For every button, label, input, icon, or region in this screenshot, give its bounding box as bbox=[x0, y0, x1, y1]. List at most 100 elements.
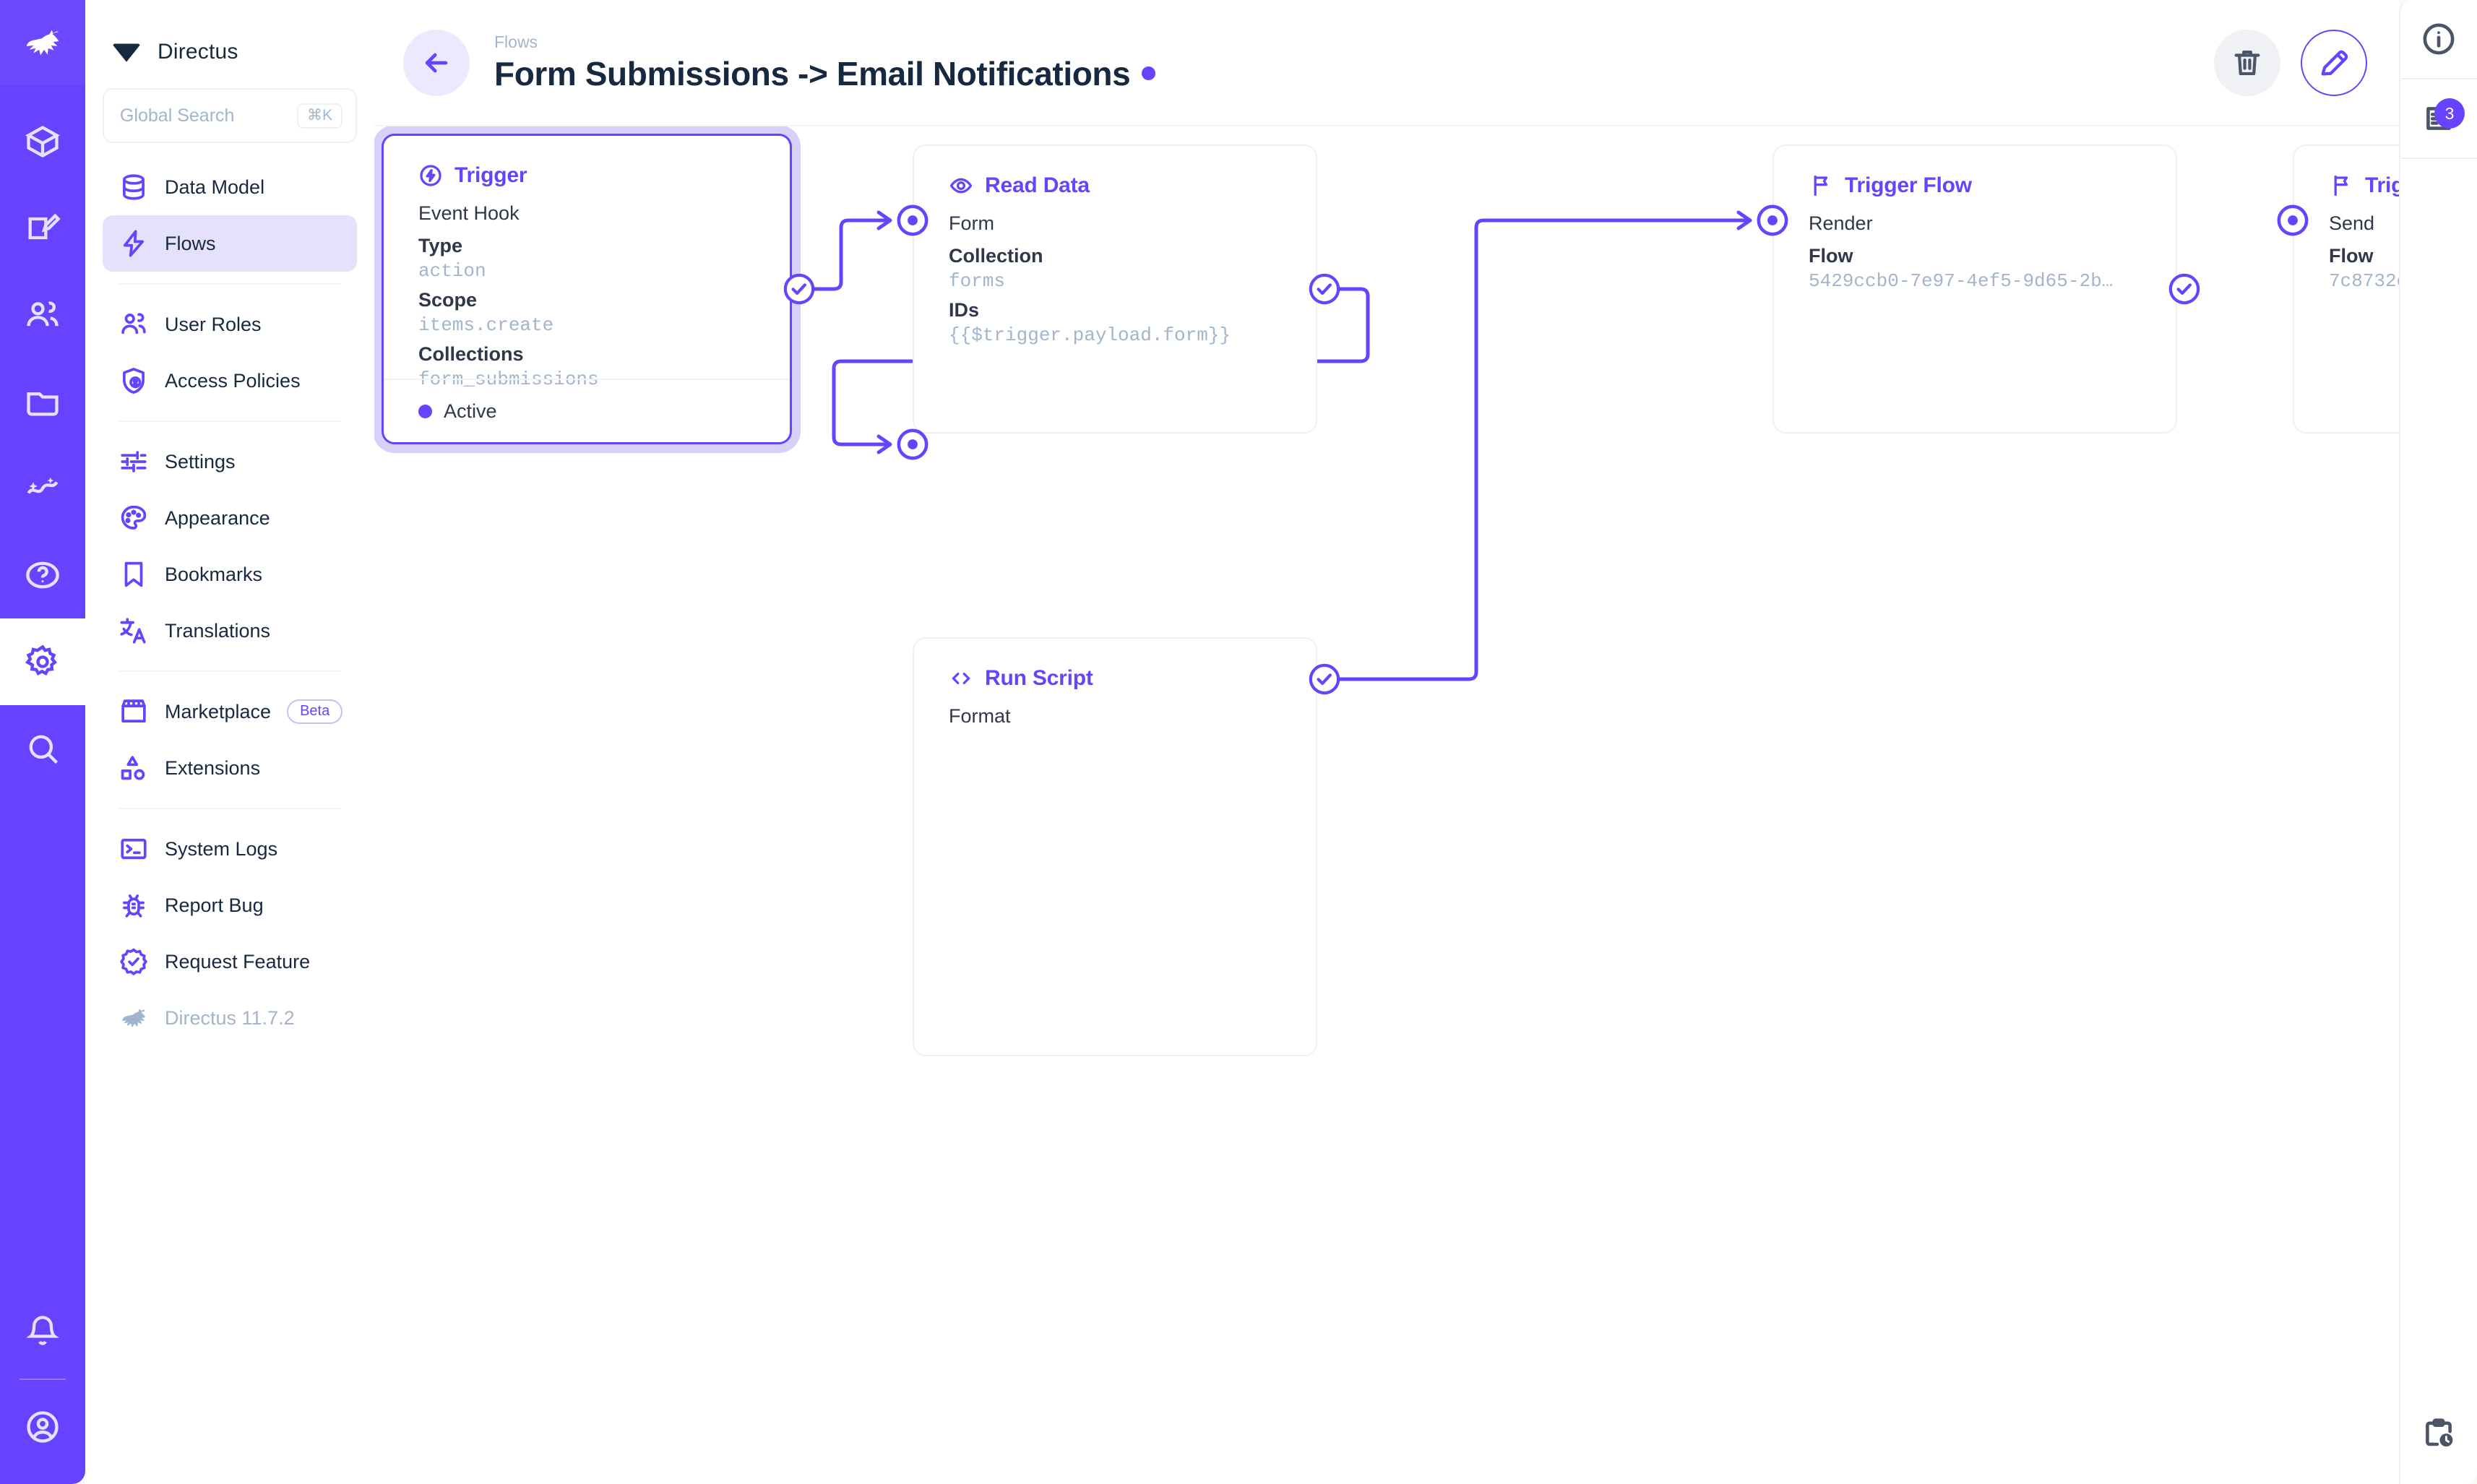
user-menu-button[interactable] bbox=[0, 1387, 85, 1467]
port-trigger-flow-send-input[interactable] bbox=[2276, 204, 2309, 237]
store-icon bbox=[119, 696, 149, 727]
sidebar-divider bbox=[119, 808, 341, 809]
sidebar-item-marketplace[interactable]: Marketplace Beta bbox=[103, 683, 357, 740]
flag-icon bbox=[2334, 175, 2348, 197]
sidebar-item-request-feature[interactable]: Request Feature bbox=[103, 933, 357, 990]
node-body: Render Flow 5429ccb0-7e97-4ef5-9d65-2b… bbox=[1774, 198, 2176, 292]
rail-item-insights[interactable] bbox=[0, 445, 85, 532]
node-body: Format bbox=[914, 691, 1316, 728]
node-title: Run Script bbox=[914, 639, 1316, 691]
port-trigger-flow-render-resolve[interactable] bbox=[2168, 272, 2201, 306]
rail-item-settings[interactable] bbox=[0, 618, 85, 705]
flow-node-trigger-flow-send[interactable]: Trigger Flow Send Flow 7c8732cd-9d9e-44b… bbox=[2293, 144, 2399, 433]
port-read-data-resolve[interactable] bbox=[1308, 272, 1341, 306]
sidebar-item-bookmarks[interactable]: Bookmarks bbox=[103, 546, 357, 603]
sidebar-item-user-roles[interactable]: User Roles bbox=[103, 296, 357, 353]
sidebar-divider bbox=[119, 420, 341, 422]
sidebar-item-label: Access Policies bbox=[165, 369, 301, 392]
node-title: Trigger bbox=[384, 136, 790, 188]
flow-node-trigger-flow-render[interactable]: Trigger Flow Render Flow 5429ccb0-7e97-4… bbox=[1772, 144, 2177, 433]
sidebar-item-data-model[interactable]: Data Model bbox=[103, 159, 357, 215]
sidebar-version: Directus 11.7.2 bbox=[103, 990, 357, 1046]
field-value: items.create bbox=[418, 314, 554, 336]
port-trigger-resolve[interactable] bbox=[783, 272, 816, 306]
page-header: Flows Form Submissions -> Email Notifica… bbox=[374, 0, 2399, 126]
node-kind: Trigger bbox=[455, 163, 527, 187]
sidebar-item-label: User Roles bbox=[165, 313, 262, 335]
module-rail-items bbox=[0, 98, 85, 792]
rail-item-content[interactable] bbox=[0, 98, 85, 185]
node-name: Event Hook bbox=[418, 202, 520, 224]
rail-item-help[interactable] bbox=[0, 532, 85, 618]
field-label: Collections bbox=[418, 343, 524, 365]
sidebar-item-settings[interactable]: Settings bbox=[103, 433, 357, 490]
sidebar-item-system-logs[interactable]: System Logs bbox=[103, 821, 357, 877]
title-block: Flows Form Submissions -> Email Notifica… bbox=[494, 32, 1156, 93]
node-kind: Read Data bbox=[985, 173, 1090, 197]
bug-icon bbox=[119, 890, 149, 920]
sidebar-item-label: Translations bbox=[165, 619, 271, 642]
info-circle-icon bbox=[2423, 23, 2455, 55]
field-label: Type bbox=[418, 235, 463, 256]
field-label: Collection bbox=[949, 245, 1043, 267]
sidebar-divider bbox=[119, 283, 341, 285]
rail-item-users[interactable] bbox=[0, 272, 85, 358]
search-shortcut: ⌘K bbox=[296, 103, 343, 129]
field-label: Flow bbox=[2329, 245, 2374, 267]
sidebar-item-label: Bookmarks bbox=[165, 563, 263, 585]
sidebar-item-flows[interactable]: Flows bbox=[103, 215, 357, 272]
node-name: Format bbox=[949, 705, 1011, 727]
node-footer: Active bbox=[384, 379, 790, 442]
sliders-icon bbox=[119, 447, 149, 477]
delete-flow-button[interactable] bbox=[2214, 29, 2280, 96]
sidebar-item-label: Request Feature bbox=[165, 950, 311, 972]
flow-node-read-data[interactable]: Read Data Form Collection forms IDs {{$t… bbox=[913, 144, 1317, 433]
node-body: Send Flow 7c8732cd-9d9e-44be bbox=[2294, 198, 2399, 292]
trash-icon bbox=[2234, 50, 2260, 75]
notifications-button[interactable] bbox=[0, 1292, 85, 1371]
sidebar-item-label: Data Model bbox=[165, 176, 265, 198]
palette-icon bbox=[119, 503, 149, 533]
search-input[interactable]: Global Search ⌘K bbox=[103, 88, 357, 143]
node-kind: Trigger Flow bbox=[2365, 173, 2399, 197]
sidebar-item-translations[interactable]: Translations bbox=[103, 603, 357, 659]
version-label: Directus 11.7.2 bbox=[165, 1006, 295, 1029]
sidebar: Directus Global Search ⌘K Data Model Flo… bbox=[85, 0, 374, 1484]
info-sidebar-button[interactable] bbox=[2400, 0, 2477, 79]
status-badge bbox=[1142, 66, 1156, 80]
arrow-left-icon bbox=[425, 53, 448, 72]
sidebar-item-access-policies[interactable]: Access Policies bbox=[103, 353, 357, 409]
eye-icon bbox=[949, 178, 973, 194]
flow-node-trigger[interactable]: Trigger Event Hook Type action Scope ite… bbox=[382, 134, 792, 444]
search-placeholder: Global Search bbox=[120, 105, 235, 126]
translate-icon bbox=[119, 616, 149, 646]
shield-user-icon bbox=[119, 366, 149, 396]
node-body: Form Collection forms IDs {{$trigger.pay… bbox=[914, 198, 1316, 346]
flag-icon bbox=[1814, 175, 1828, 197]
bolt-circle-icon bbox=[420, 165, 441, 186]
clipboard-clock-icon bbox=[2426, 1418, 2453, 1447]
port-run-script-resolve[interactable] bbox=[1308, 663, 1341, 696]
flow-canvas[interactable]: Trigger Event Hook Type action Scope ite… bbox=[374, 126, 2399, 1484]
port-run-script-input[interactable] bbox=[896, 428, 929, 461]
rail-item-files[interactable] bbox=[0, 358, 85, 445]
flow-history-button[interactable] bbox=[2400, 1383, 2477, 1484]
breadcrumb[interactable]: Flows bbox=[494, 32, 538, 51]
sidebar-item-label: Flows bbox=[165, 232, 216, 254]
edit-flow-button[interactable] bbox=[2301, 29, 2367, 96]
back-button[interactable] bbox=[403, 29, 470, 96]
sidebar-item-label: Report Bug bbox=[165, 894, 264, 916]
sidebar-item-report-bug[interactable]: Report Bug bbox=[103, 877, 357, 933]
activity-log-button[interactable]: 3 bbox=[2400, 79, 2477, 159]
sidebar-item-appearance[interactable]: Appearance bbox=[103, 490, 357, 546]
node-kind: Trigger Flow bbox=[1845, 173, 1972, 197]
flow-node-run-script[interactable]: Run Script Format bbox=[913, 637, 1317, 1056]
port-trigger-flow-render-input[interactable] bbox=[1756, 204, 1789, 237]
rail-item-search[interactable] bbox=[0, 705, 85, 792]
rail-item-editor[interactable] bbox=[0, 185, 85, 272]
sidebar-item-label: Appearance bbox=[165, 506, 270, 529]
node-name: Form bbox=[949, 212, 994, 234]
directus-rabbit-logo[interactable] bbox=[0, 0, 85, 85]
port-read-data-input[interactable] bbox=[896, 204, 929, 237]
sidebar-item-extensions[interactable]: Extensions bbox=[103, 740, 357, 796]
